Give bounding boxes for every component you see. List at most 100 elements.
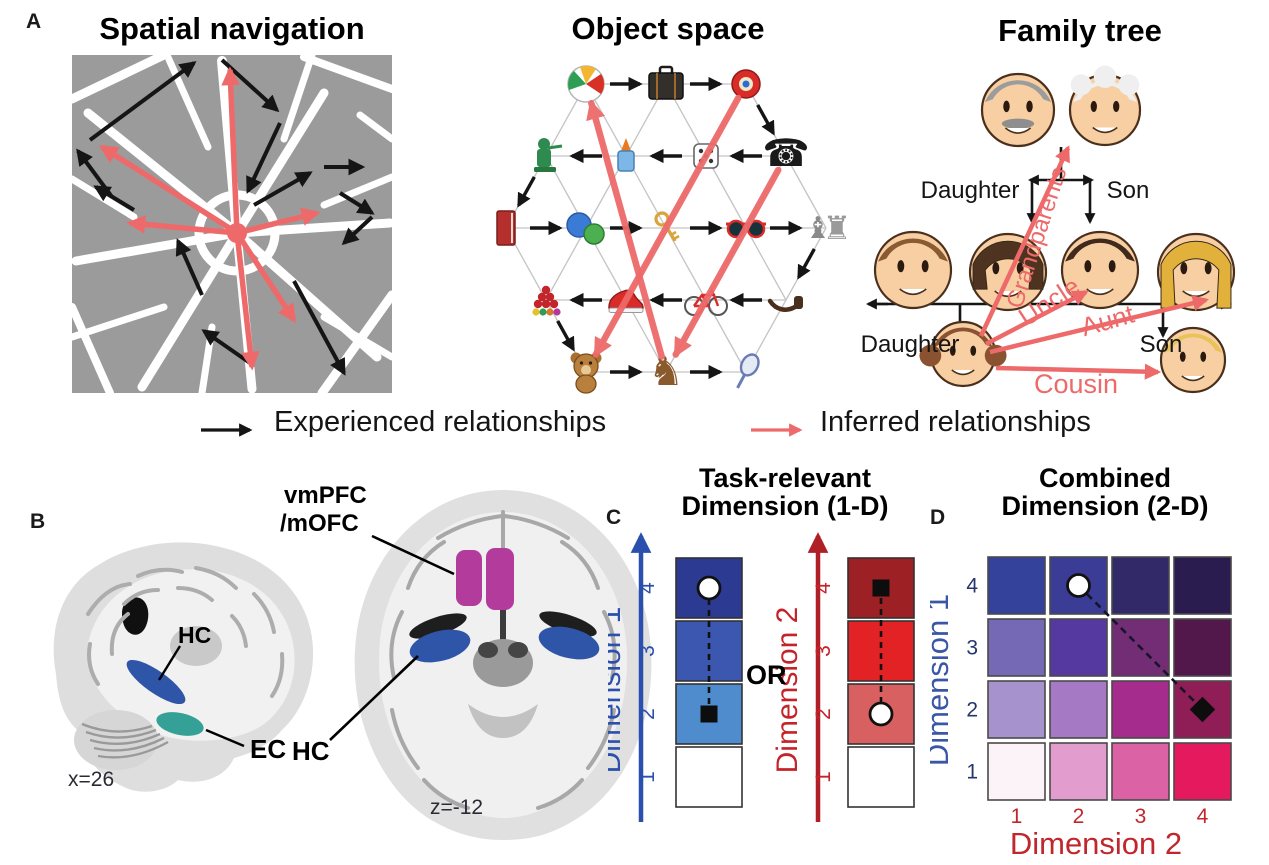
family-red-label-3: Cousin	[1034, 369, 1118, 399]
sagittal-gyri	[86, 566, 285, 698]
svg-text:♞: ♞	[648, 350, 684, 394]
svg-text:☎: ☎	[762, 133, 809, 175]
or-label: OR	[746, 660, 787, 690]
hc-sagittal-label: HC	[178, 622, 212, 648]
face-grandmother	[1068, 65, 1142, 147]
dimension-1-axis-label: Dimension 1	[608, 607, 627, 774]
object-telephone: ☎	[762, 133, 809, 175]
tick-1: 1	[812, 771, 835, 783]
vmpfc-label: vmPFC	[284, 482, 367, 509]
y-tick-4: 4	[966, 575, 978, 598]
inferred-arrows	[586, 94, 782, 360]
x-tick-4: 4	[1197, 805, 1209, 828]
roi-regions	[126, 659, 204, 736]
tick-4: 4	[812, 582, 835, 594]
object-suitcase	[648, 65, 684, 100]
tick-1: 1	[636, 771, 659, 783]
y-tick-2: 2	[966, 699, 978, 722]
tick-3: 3	[636, 645, 659, 657]
inferred-relationship-arrows	[978, 145, 1209, 380]
d-x-axis-label: Dimension 2	[1010, 826, 1182, 861]
panel-c-title-line2: Dimension (1-D)	[681, 491, 889, 521]
d-y-axis-label: Dimension 1	[930, 594, 955, 766]
object-teddy-bear	[570, 352, 602, 394]
axial-pointer-lines	[329, 534, 455, 741]
svg-text:♜: ♜	[823, 210, 852, 246]
combined-grid	[987, 556, 1232, 801]
axial-sulci	[389, 510, 617, 810]
object-book	[496, 210, 516, 246]
panel-d-title-line2: Dimension (2-D)	[1001, 491, 1209, 521]
panel-c-label: C	[606, 506, 622, 529]
object-space-title: Object space	[571, 11, 765, 46]
dimension-2-axis-label: Dimension 2	[771, 607, 804, 774]
panel-b-label: B	[30, 510, 46, 533]
object-chess-knight: ♞	[648, 350, 684, 394]
face-mother	[968, 232, 1048, 312]
dimension-column-1: Dimension 1 1 2 3 4	[608, 532, 743, 822]
face-aunt	[1156, 232, 1236, 312]
dimension-column-2: Dimension 2 1 2 3 4	[771, 532, 915, 822]
panel-c-title-line1: Task-relevant	[698, 463, 872, 493]
objects: ☎ ♝♜ ♞	[496, 65, 852, 394]
object-tennis-racket	[736, 353, 760, 389]
racket-shape	[736, 353, 760, 389]
x-tick-3: 3	[1135, 805, 1147, 828]
y-tick-3: 3	[966, 637, 978, 660]
cerebellum	[74, 710, 169, 770]
panel-d-label: D	[930, 506, 946, 529]
object-billiard-balls	[532, 285, 561, 316]
object-yo-yo	[731, 69, 761, 99]
face-father	[873, 230, 953, 310]
sagittal-brain-slice	[53, 542, 314, 792]
spatial-navigation-title: Spatial navigation	[99, 11, 365, 46]
map-inferred-arrows	[99, 66, 321, 371]
panel-c-title: Task-relevant Dimension (1-D)	[640, 464, 930, 520]
y-tick-1: 1	[966, 761, 978, 784]
experienced-legend-label: Experienced relationships	[274, 406, 607, 438]
panel-d-title: Combined Dimension (2-D)	[960, 464, 1250, 520]
object-pipe	[767, 296, 803, 312]
central-structures	[409, 578, 597, 738]
sagittal-coordinate: x=26	[68, 768, 115, 791]
object-beach-ball	[567, 65, 605, 103]
family-black-label-2: Daughter	[861, 331, 960, 358]
family-black-label-3: Son	[1140, 331, 1183, 358]
tick-2: 2	[812, 708, 835, 720]
hc-axial-label: HC	[292, 736, 330, 766]
panel-a-label: A	[26, 10, 42, 33]
x-tick-1: 1	[1011, 805, 1023, 828]
inferred-legend-label: Inferred relationships	[820, 406, 1091, 438]
x-tick-2: 2	[1073, 805, 1085, 828]
object-glue-bottle	[617, 138, 635, 172]
tick-4: 4	[636, 582, 659, 594]
family-members	[873, 65, 1236, 394]
inferred-arrow-icon	[751, 423, 803, 437]
object-space-lattice: ☎ ♝♜ ♞	[496, 65, 852, 394]
face-uncle	[1060, 230, 1140, 310]
experienced-arrow-icon	[201, 423, 253, 437]
family-black-label-1: Son	[1107, 177, 1150, 204]
axial-roi	[409, 548, 600, 663]
tick-3: 3	[812, 645, 835, 657]
family-tree-title: Family tree	[998, 13, 1162, 48]
tick-2: 2	[636, 708, 659, 720]
object-chess-pieces: ♝♜	[805, 210, 852, 246]
ec-label: EC	[250, 734, 287, 764]
object-toy-balls	[566, 212, 605, 245]
object-toy-soldier	[534, 138, 563, 172]
street-map-illustration	[72, 55, 392, 393]
family-black-label-0: Daughter	[921, 177, 1020, 204]
face-grandfather	[980, 72, 1056, 148]
face-cousin	[1159, 326, 1227, 394]
pointer-lines	[157, 645, 245, 748]
svg-text:♝: ♝	[805, 212, 832, 245]
axial-brain-slice	[329, 490, 652, 840]
axial-coordinate: z=-12	[430, 796, 484, 819]
